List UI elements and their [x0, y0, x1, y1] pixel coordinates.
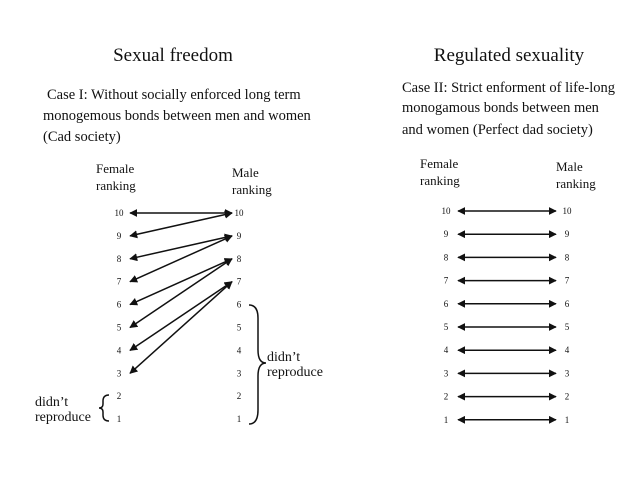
left-male-rank-7: 7 — [237, 277, 242, 287]
right-title: Regulated sexuality — [434, 45, 585, 66]
left-case-line-3: (Cad society) — [43, 129, 121, 145]
left-female-rank-2: 2 — [117, 391, 122, 401]
left-case-line-1: Case I: Without socially enforced long t… — [47, 87, 301, 103]
left-female-rank-8: 8 — [117, 254, 122, 264]
left-male-rank-column: 10 9 8 7 6 5 4 3 2 1 — [235, 208, 245, 424]
left-male-rank-4: 4 — [237, 345, 242, 355]
left-female-rank-1: 1 — [117, 414, 122, 424]
left-arrow-f7-m9 — [129, 235, 233, 283]
right-female-heading-1: Female — [420, 156, 458, 171]
male-no-repro-brace — [248, 304, 267, 425]
left-arrow-f4-m7 — [129, 281, 233, 352]
left-female-rank-9: 9 — [117, 231, 122, 241]
left-male-rank-2: 2 — [237, 391, 242, 401]
right-female-rank-3: 3 — [444, 368, 449, 378]
left-male-rank-1: 1 — [237, 414, 242, 424]
left-female-rank-3: 3 — [117, 368, 122, 378]
right-male-rank-column: 10 9 8 7 6 5 4 3 2 1 — [563, 206, 573, 425]
left-male-heading-2: ranking — [232, 182, 272, 197]
right-male-rank-6: 6 — [565, 299, 570, 309]
right-female-rank-9: 9 — [444, 229, 449, 239]
right-pairing-arrows — [457, 207, 557, 424]
right-female-rank-column: 10 9 8 7 6 5 4 3 2 1 — [442, 206, 452, 425]
left-male-no-repro-line-2: reproduce — [267, 365, 323, 380]
left-female-no-repro-line-2: reproduce — [35, 410, 91, 425]
right-male-rank-8: 8 — [565, 252, 570, 262]
left-female-rank-7: 7 — [117, 277, 122, 287]
right-male-rank-2: 2 — [565, 392, 570, 402]
left-male-rank-8: 8 — [237, 254, 242, 264]
right-female-rank-1: 1 — [444, 415, 449, 425]
left-female-no-repro-line-1: didn’t — [35, 395, 68, 410]
right-female-rank-6: 6 — [444, 299, 449, 309]
right-male-rank-5: 5 — [565, 322, 570, 332]
left-male-rank-10: 10 — [235, 208, 245, 218]
right-male-rank-1: 1 — [565, 415, 570, 425]
left-pairing-arrows — [129, 209, 233, 374]
right-female-rank-2: 2 — [444, 392, 449, 402]
left-female-heading-1: Female — [96, 161, 134, 176]
left-arrow-f3-m7 — [129, 281, 233, 374]
right-female-rank-4: 4 — [444, 345, 449, 355]
right-male-heading-1: Male — [556, 159, 583, 174]
left-female-rank-4: 4 — [117, 345, 122, 355]
left-arrow-f6-m8 — [129, 258, 233, 306]
right-male-rank-3: 3 — [565, 368, 570, 378]
right-case-line-2: monogamous bonds between men — [402, 100, 600, 116]
left-female-rank-6: 6 — [117, 300, 122, 310]
left-male-rank-5: 5 — [237, 323, 242, 333]
left-male-heading-1: Male — [232, 165, 259, 180]
left-male-rank-3: 3 — [237, 368, 242, 378]
left-female-rank-10: 10 — [115, 208, 125, 218]
right-female-rank-10: 10 — [442, 206, 452, 216]
right-male-rank-10: 10 — [563, 206, 573, 216]
female-no-repro-brace — [98, 394, 110, 422]
right-female-rank-7: 7 — [444, 276, 449, 286]
right-male-rank-9: 9 — [565, 229, 570, 239]
left-arrow-f9-m10 — [129, 210, 233, 239]
right-case-line-1: Case II: Strict enforment of life-long — [402, 80, 615, 96]
left-female-rank-column: 10 9 8 7 6 5 4 3 2 1 — [115, 208, 125, 424]
left-female-heading-2: ranking — [96, 178, 136, 193]
left-female-rank-5: 5 — [117, 323, 122, 333]
left-title: Sexual freedom — [113, 45, 233, 66]
left-male-rank-6: 6 — [237, 300, 242, 310]
right-male-rank-4: 4 — [565, 345, 570, 355]
left-male-no-repro-line-1: didn’t — [267, 350, 300, 365]
right-female-heading-2: ranking — [420, 173, 460, 188]
right-case-line-3: and women (Perfect dad society) — [402, 122, 593, 138]
right-male-rank-7: 7 — [565, 276, 570, 286]
right-male-heading-2: ranking — [556, 176, 596, 191]
left-case-line-2: monogemous bonds between men and women — [43, 108, 312, 124]
left-arrow-f8-m9 — [129, 233, 233, 262]
left-arrow-f5-m8 — [129, 258, 233, 329]
left-male-rank-9: 9 — [237, 231, 242, 241]
right-female-rank-8: 8 — [444, 252, 449, 262]
right-female-rank-5: 5 — [444, 322, 449, 332]
